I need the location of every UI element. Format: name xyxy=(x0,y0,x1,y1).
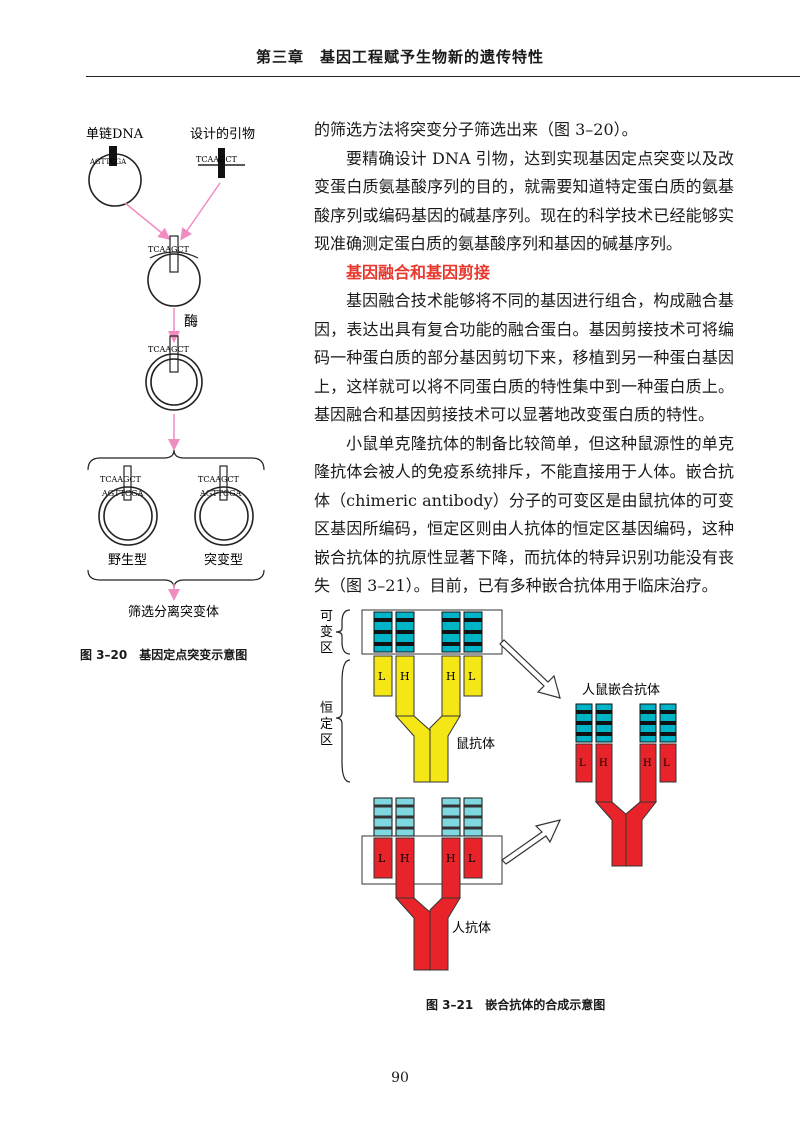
annealed-sequence: TCAAGCT xyxy=(148,245,190,254)
label-wild-type: 野生型 xyxy=(108,553,147,568)
label-designed-primer: 设计的引物 xyxy=(190,126,255,142)
mouse-L-right: L xyxy=(468,670,476,683)
paragraph-2: 要精确设计 DNA 引物，达到实现基因定点突变以及改变蛋白质氨基酸序列的目的，就… xyxy=(314,148,734,254)
screen-bracket xyxy=(87,569,265,589)
human-ch-left xyxy=(395,837,415,899)
label-mutant: 突变型 xyxy=(204,552,243,568)
paragraph-3: 基因融合技术能够将不同的基因进行组合，构成融合基因，表达出具有复合功能的融合蛋白… xyxy=(314,291,734,424)
chimeric-ch-left xyxy=(595,743,613,803)
human-cl-right xyxy=(463,837,483,879)
chimeric-cl-left xyxy=(575,743,593,783)
human-fc-right xyxy=(429,897,461,971)
human-cl-left xyxy=(373,837,393,879)
chimeric-H-left: H xyxy=(599,758,608,769)
mouse-cl-left xyxy=(373,655,393,697)
arrow-primer xyxy=(180,182,221,241)
dsdna-sequence: TCAAGCT xyxy=(148,345,190,354)
figure-3-21-caption: 图 3–21 嵌合抗体的合成示意图 xyxy=(426,998,606,1012)
mouse-H-right: H xyxy=(446,670,456,683)
constant-brace xyxy=(335,659,351,783)
section-title: 基因融合和基因剪接 xyxy=(346,262,491,282)
human-L-left: L xyxy=(378,852,386,865)
paragraph-1: 的筛选方法将突变分子筛选出来（图 3–20）。 xyxy=(314,120,638,139)
label-mouse-antibody: 鼠抗体 xyxy=(456,737,495,752)
mouse-variable-stripes xyxy=(374,618,482,646)
human-H-left: H xyxy=(400,852,410,865)
mouse-variable-blocks xyxy=(373,611,483,653)
header-rule xyxy=(86,76,800,77)
mouse-variable-frame xyxy=(361,609,503,655)
annealed-circle xyxy=(147,253,201,307)
chimeric-ch-right xyxy=(639,743,657,803)
label-human-antibody: 人抗体 xyxy=(452,921,491,936)
human-variable-stripes xyxy=(374,804,482,830)
annealed-primer-arc xyxy=(149,251,199,259)
label-constant-2: 定 xyxy=(320,717,333,732)
primer-sequence: TCAAGCT xyxy=(196,155,238,164)
dsdna-inner-circle xyxy=(150,358,198,406)
mutant-inner-circle xyxy=(199,491,249,541)
mutant-sequence-top: TCAAGCT xyxy=(198,475,240,484)
human-antibody: L H H L 人抗体 xyxy=(361,797,503,971)
wild-outer-circle xyxy=(98,486,158,546)
ssdna-marker xyxy=(109,146,117,166)
paragraph-4: 小鼠单克隆抗体的制备比较简单，但这种鼠源性的单克隆抗体会被人的免疫系统排斥，不能… xyxy=(314,433,734,596)
chimeric-antibody: 人鼠嵌合抗体 L H H L xyxy=(575,683,677,867)
chimeric-cl-right xyxy=(659,743,677,783)
variable-brace xyxy=(335,609,351,655)
label-constant-1: 恒 xyxy=(320,701,333,716)
wild-sequence-bottom: AGTTCGA xyxy=(101,489,144,498)
chimeric-L-left: L xyxy=(579,758,586,769)
figure-3-21: 可 变 区 恒 定 区 L H H L xyxy=(320,609,677,971)
label-variable-3: 区 xyxy=(320,641,333,656)
mouse-fc-left xyxy=(394,715,433,783)
figure-3-20-caption: 图 3–20 基因定点突变示意图 xyxy=(80,648,248,662)
label-variable-region: 可 变 区 xyxy=(320,609,337,656)
dsdna-outer-circle xyxy=(145,353,203,411)
mutant-box xyxy=(219,465,228,501)
label-constant-region: 恒 定 区 xyxy=(320,701,337,748)
label-variable-1: 可 xyxy=(320,609,333,624)
primer-marker xyxy=(218,148,225,178)
offspring-bracket xyxy=(87,449,265,471)
mouse-ch-left xyxy=(395,655,415,717)
chimeric-fc-left xyxy=(594,801,629,867)
label-screen-mutant: 筛选分离突变体 xyxy=(128,604,219,620)
page-number: 90 xyxy=(391,1070,409,1086)
human-H-right: H xyxy=(446,852,456,865)
figure-3-20: 单链DNA 设计的引物 AGTTCGA TCAAGCT TCAAGCT 酶 TC… xyxy=(86,126,265,620)
arrow-human-to-chimeric xyxy=(501,819,562,865)
label-single-strand-dna: 单链DNA xyxy=(86,127,144,142)
label-constant-3: 区 xyxy=(320,733,333,748)
chimeric-fc-right xyxy=(625,801,658,867)
ssdna-sequence: AGTTCGA xyxy=(89,158,127,166)
main-text: 的筛选方法将突变分子筛选出来（图 3–20）。 要精确设计 DNA 引物，达到实… xyxy=(314,116,734,601)
arrow-ssdna xyxy=(124,202,171,240)
chimeric-variable-stripes xyxy=(576,710,676,736)
mouse-ch-right xyxy=(441,655,461,717)
wild-box xyxy=(123,465,132,501)
mouse-H-left: H xyxy=(400,670,410,683)
wild-sequence-top: TCAAGCT xyxy=(100,475,142,484)
mouse-cl-right xyxy=(463,655,483,697)
mutant-outer-circle xyxy=(194,486,254,546)
human-ch-right xyxy=(441,837,461,899)
chimeric-H-right: H xyxy=(643,758,652,769)
arrow-mouse-to-chimeric xyxy=(499,639,561,699)
mouse-antibody: L H H L 鼠抗体 xyxy=(361,609,503,783)
human-fc-left xyxy=(394,897,433,971)
human-L-right: L xyxy=(468,852,476,865)
wild-inner-circle xyxy=(103,491,153,541)
running-header: 第三章 基因工程赋予生物新的遗传特性 xyxy=(255,48,544,66)
chimeric-L-right: L xyxy=(663,758,670,769)
label-enzyme: 酶 xyxy=(184,314,198,330)
mouse-fc-right xyxy=(429,715,461,783)
label-chimeric-antibody: 人鼠嵌合抗体 xyxy=(582,683,660,698)
mouse-L-left: L xyxy=(378,670,386,683)
label-variable-2: 变 xyxy=(320,624,333,640)
